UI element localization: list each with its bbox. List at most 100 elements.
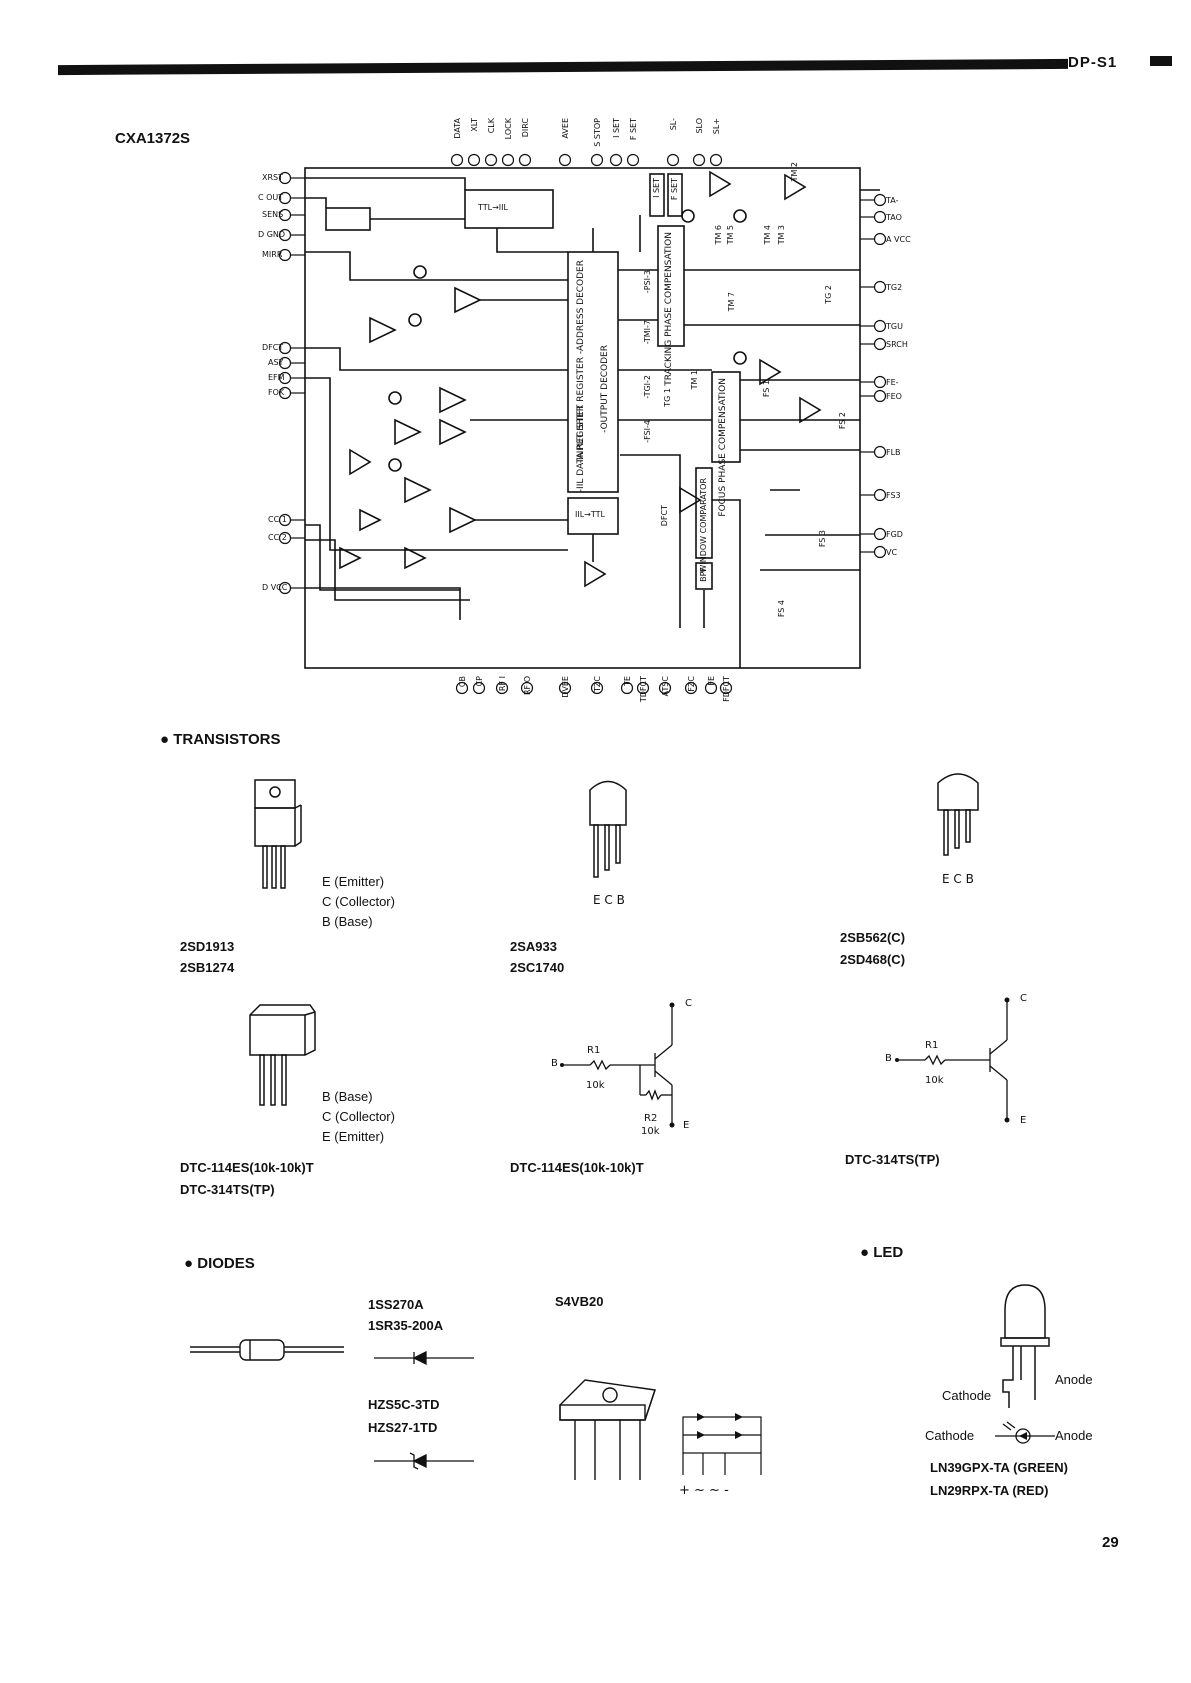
tm3-label: TM 3 bbox=[777, 225, 786, 245]
tmi7-label: -TMI-7 bbox=[643, 320, 652, 345]
pin-label: TDFCT bbox=[639, 676, 648, 703]
pkg3-pin-letters: E C B bbox=[942, 872, 974, 886]
led-part-1: LN39GPX-TA (GREEN) bbox=[930, 1460, 1068, 1475]
sch2-c-label: C bbox=[1020, 993, 1027, 1004]
pkg3-part-2: 2SD468(C) bbox=[840, 952, 906, 967]
pkg1-part-1: 2SD1913 bbox=[180, 939, 235, 954]
pkg3-part-1: 2SB562(C) bbox=[840, 930, 906, 945]
pin-label: CB bbox=[458, 676, 467, 688]
tm5-label: TM 5 bbox=[726, 225, 735, 245]
sch1-r2-label: R2 bbox=[644, 1113, 658, 1124]
to220-package-icon bbox=[254, 779, 302, 889]
pin-label: LOCK bbox=[504, 118, 513, 140]
dfct-label: DFCT bbox=[660, 505, 669, 527]
fs1-label: FS 1 bbox=[762, 380, 771, 398]
led-part-2: LN29RPX-TA (RED) bbox=[930, 1483, 1049, 1498]
pkg2-pin-letters: E C B bbox=[593, 893, 625, 907]
led-heading-text: LED bbox=[873, 1244, 904, 1261]
il-data-register-label: -IIL DATA REGISTER bbox=[576, 405, 586, 493]
sip-package-icon bbox=[249, 1004, 316, 1106]
pin-label: I SET bbox=[612, 118, 621, 138]
pkg1-part-2: 2SB1274 bbox=[180, 960, 235, 975]
diodes-heading-text: DIODES bbox=[197, 1255, 255, 1272]
diode-group2-part-1: HZS5C-3TD bbox=[368, 1397, 440, 1412]
sch2-r1-value: 10k bbox=[925, 1075, 944, 1086]
tm6-label: TM 6 bbox=[714, 225, 723, 245]
pin-label: AVEE bbox=[561, 118, 570, 139]
diode-group2-part-2: HZS27-1TD bbox=[368, 1420, 438, 1435]
pin-label: DIRC bbox=[521, 118, 530, 138]
pin-label: SL- bbox=[669, 118, 678, 131]
window-comparator-label: WINDOW COMPARATOR bbox=[699, 478, 708, 573]
header-rule bbox=[58, 58, 1068, 76]
pin-label: CP bbox=[475, 676, 484, 687]
fs3-label: FS 3 bbox=[818, 530, 827, 548]
pin-label: FDFCT bbox=[722, 676, 731, 702]
header-rule-tail bbox=[1150, 56, 1172, 66]
pin-label: CC 1 bbox=[268, 515, 287, 524]
pin-label: FZC bbox=[687, 676, 696, 692]
bridge-part: S4VB20 bbox=[555, 1294, 604, 1309]
pin-label: ATSC bbox=[661, 676, 670, 697]
sch1-b-label: B bbox=[551, 1058, 558, 1069]
led-package-icon bbox=[1000, 1284, 1050, 1408]
pin-label: FS3 bbox=[886, 491, 901, 500]
pin-label: SL+ bbox=[712, 118, 721, 135]
iset-label: I SET bbox=[652, 178, 661, 198]
pkg4-pin-c: C (Collector) bbox=[322, 1109, 395, 1124]
pin-label: S STOP bbox=[593, 118, 602, 147]
led-cathode-label-2: Cathode bbox=[925, 1428, 975, 1443]
fset-label: F SET bbox=[670, 178, 679, 201]
transistors-heading: ● TRANSISTORS bbox=[160, 731, 281, 748]
led-anode-label-2: Anode bbox=[1055, 1428, 1093, 1443]
bridge-rectifier-icon bbox=[559, 1379, 656, 1480]
tg2-label: TG 2 bbox=[824, 285, 833, 304]
pin-label: FLB bbox=[886, 448, 901, 457]
sch2-r1-label: R1 bbox=[925, 1040, 939, 1051]
sch1-r1-label: R1 bbox=[587, 1045, 601, 1056]
pin-label: MIRR bbox=[262, 250, 283, 259]
ic-bottom-pin-labels: CB CP RF I RF O DVEE TZC TE TDFCT ATSC F… bbox=[455, 676, 795, 716]
pin-label: RF I bbox=[498, 676, 507, 692]
ic-part-title: CXA1372S bbox=[115, 130, 191, 147]
tm4-label: TM 4 bbox=[763, 225, 772, 245]
pin-label: VC bbox=[886, 548, 898, 557]
pin-label: DVEE bbox=[561, 676, 570, 698]
tm1-label: TM 1 bbox=[690, 370, 699, 390]
diode-symbol-icon bbox=[374, 1350, 474, 1366]
pin-label: C OUT bbox=[258, 193, 284, 202]
sch1-r1-value: 10k bbox=[586, 1080, 605, 1091]
pin-label: FE- bbox=[886, 378, 899, 387]
model-title: DP-S1 bbox=[1068, 54, 1118, 71]
diode-group1-part-2: 1SR35-200A bbox=[368, 1318, 444, 1333]
fs2-label: FS 2 bbox=[838, 412, 847, 430]
pin-label: F SET bbox=[629, 118, 638, 141]
pkg4-part-1: DTC-114ES(10k-10k)T bbox=[180, 1160, 314, 1175]
pin-label: TG2 bbox=[886, 283, 903, 292]
sch2-b-label: B bbox=[885, 1053, 892, 1064]
pin-label: DFCT bbox=[262, 343, 284, 352]
pkg4-pin-b: B (Base) bbox=[322, 1089, 373, 1104]
pin-label: SRCH bbox=[886, 340, 908, 349]
tm7-label: TM 7 bbox=[727, 292, 736, 312]
pin-label: FGD bbox=[886, 530, 903, 539]
pkg4-pin-e: E (Emitter) bbox=[322, 1129, 385, 1144]
diodes-heading: ● DIODES bbox=[184, 1255, 255, 1272]
pin-label: A VCC bbox=[886, 235, 911, 244]
transistors-heading-text: TRANSISTORS bbox=[173, 731, 281, 748]
tm2-label: TM 2 bbox=[790, 162, 799, 182]
output-decoder-label: -OUTPUT DECODER bbox=[600, 345, 610, 433]
led-heading: ● LED bbox=[860, 1244, 904, 1261]
il-ttl-label: IIL→TTL bbox=[575, 510, 605, 519]
led-symbol-icon bbox=[995, 1421, 1055, 1444]
pin-label: D GND bbox=[258, 230, 286, 239]
bridge-pin-labels: + ~ ~ - bbox=[679, 1483, 729, 1498]
ttl-il-label: TTL→IIL bbox=[478, 203, 508, 212]
pin-label: SLO bbox=[695, 118, 704, 134]
bpf-label: BPF bbox=[699, 567, 708, 582]
ic-top-pin-labels: DATA XLT CLK LOCK DIRC AVEE S STOP I SET… bbox=[450, 118, 750, 152]
led-anode-label-1: Anode bbox=[1055, 1372, 1093, 1387]
pkg1-pin-e: E (Emitter) bbox=[322, 874, 385, 889]
tg1-label: TG 1 bbox=[663, 388, 672, 407]
pin-label: TA- bbox=[886, 196, 899, 205]
